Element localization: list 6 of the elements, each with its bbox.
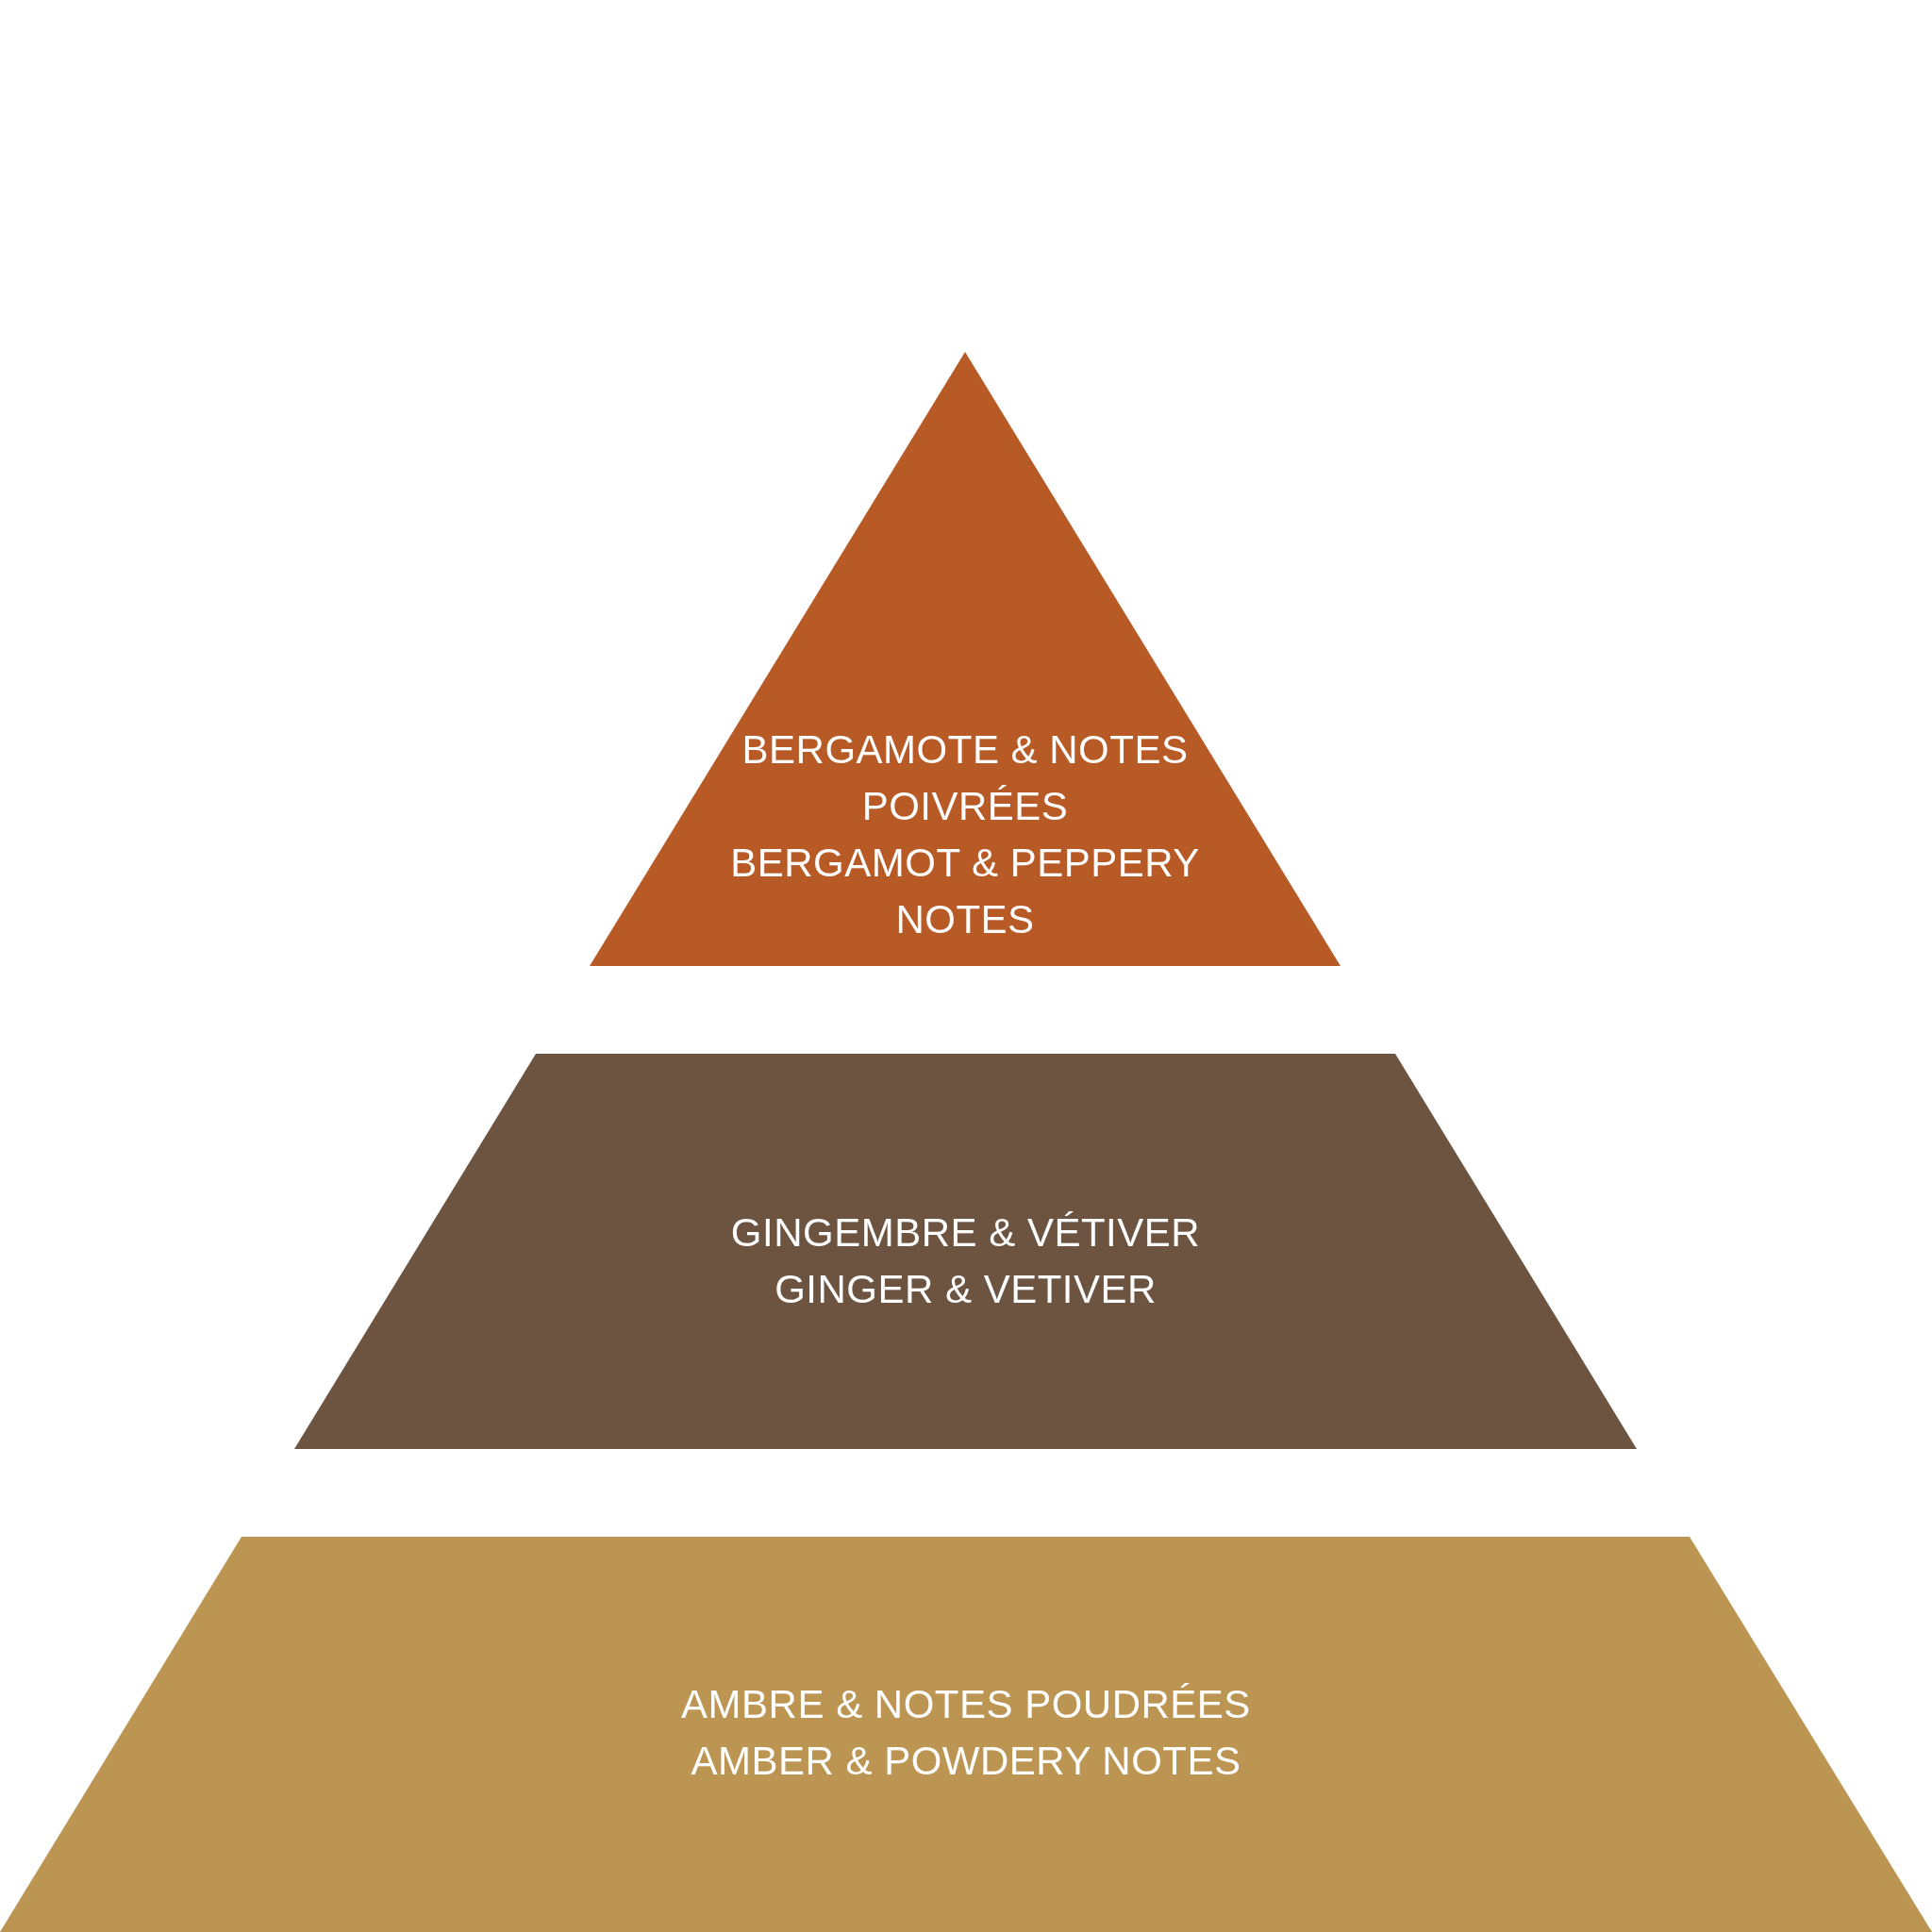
tier-label: GINGER & VETIVER: [774, 1266, 1157, 1313]
tier-label: GINGEMBRE & VÉTIVER: [730, 1209, 1201, 1257]
tier-label: BERGAMOT & PEPPERY NOTES: [729, 840, 1201, 943]
tier-label: AMBRE & NOTES POUDRÉES: [681, 1681, 1251, 1728]
tier-label: AMBER & POWDERY NOTES: [691, 1738, 1241, 1785]
tier-label: BERGAMOTE & NOTES POIVRÉES: [741, 726, 1190, 830]
